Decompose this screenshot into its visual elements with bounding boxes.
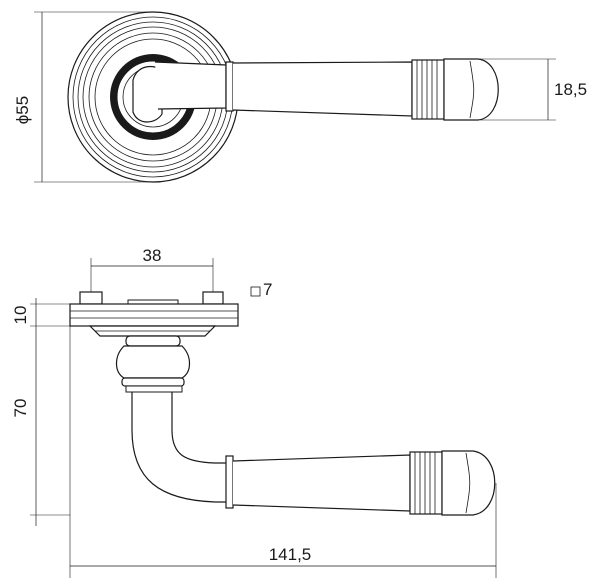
neck-collars (115, 335, 191, 393)
dim-spindle-square: 7 (250, 280, 272, 299)
top-view: ϕ55 18,5 (13, 11, 587, 183)
dim-fixing-centres: 38 (90, 246, 214, 292)
lever-length-label: 141,5 (269, 545, 312, 564)
lever-arm-side (131, 392, 496, 516)
projection-label: 70 (11, 399, 30, 418)
side-view: 38 7 10 70 141,5 (11, 246, 497, 578)
dim-rose-diameter: ϕ55 (13, 11, 153, 183)
lever-top (132, 58, 499, 123)
dim-rose-height: 10 (11, 298, 70, 526)
dim-lever-diameter: 18,5 (480, 58, 587, 121)
dim-lever-length: 141,5 (69, 326, 497, 578)
rose-height-label: 10 (11, 306, 30, 325)
lever-diameter-label: 18,5 (554, 80, 587, 99)
rose-base (69, 291, 239, 337)
dim-projection: 70 (11, 399, 70, 516)
fixing-centres-label: 38 (143, 246, 162, 265)
rose-diameter-label: ϕ55 (13, 96, 32, 124)
spindle-square-label: 7 (263, 280, 272, 299)
